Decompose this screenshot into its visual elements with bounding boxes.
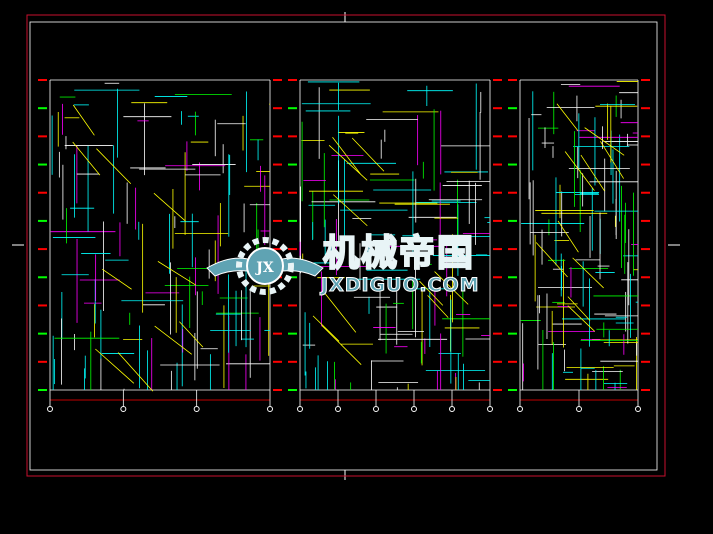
front-elevation-stair-line xyxy=(324,293,357,333)
front-elevation-stair-line xyxy=(434,271,469,305)
front-elevation-grid-bubble xyxy=(335,406,341,412)
drawing-frame xyxy=(29,21,658,471)
front-elevation-grid-bubble xyxy=(449,406,455,412)
side-elevation-stair-line xyxy=(72,141,101,176)
rear-elevation-grid-bubble xyxy=(635,406,641,412)
rear-elevation-stair-line xyxy=(556,103,579,131)
watermark-chinese: 机械帝国 xyxy=(322,232,476,275)
front-elevation-stair-line xyxy=(321,325,362,366)
rear-elevation-grid-bubble xyxy=(517,406,523,412)
side-elevation-stair-line xyxy=(153,192,186,222)
front-elevation-stair-line xyxy=(333,194,368,227)
side-elevation-grid-bubble xyxy=(120,406,127,412)
front-elevation-stair-line xyxy=(328,144,368,181)
rear-elevation-stair-line xyxy=(535,242,568,278)
front-elevation-grid-bubble xyxy=(411,406,417,412)
rear-elevation-stair-line xyxy=(580,154,605,192)
front-elevation-stair-line xyxy=(419,280,444,306)
watermark-logo: JX 机械帝国 JXDIGUO.COM xyxy=(205,232,505,298)
side-elevation-stair-line xyxy=(72,104,95,136)
rear-elevation-stair-line xyxy=(600,141,624,179)
side-elevation-stair-line xyxy=(102,268,132,290)
front-elevation-grid-bubble xyxy=(487,406,493,412)
rear-elevation-stair-line xyxy=(567,305,595,332)
front-elevation-stair-line xyxy=(312,315,340,342)
rear-elevation-grid-bubble xyxy=(576,406,582,412)
side-elevation-stair-line xyxy=(96,148,132,185)
side-elevation-stair-line xyxy=(154,325,192,355)
side-elevation-stair-line xyxy=(95,348,135,384)
rear-elevation-stair-line xyxy=(564,151,595,191)
rear-elevation-stair-line xyxy=(584,127,625,156)
front-elevation-stair-line xyxy=(427,295,449,318)
side-elevation-grid-bubble xyxy=(267,406,273,412)
rear-elevation-stair-line xyxy=(557,220,579,253)
gear-wings-icon: JX xyxy=(206,237,324,295)
front-elevation-grid-bubble xyxy=(297,406,303,412)
watermark-domain: JXDIGUO.COM xyxy=(321,274,480,297)
logo-letters: JX xyxy=(254,260,274,276)
side-elevation-grid-bubble xyxy=(193,406,200,412)
side-elevation-grid-bubble xyxy=(47,406,53,412)
side-elevation-stair-line xyxy=(157,261,196,286)
side-elevation-stair-line xyxy=(179,321,204,348)
front-elevation-grid-bubble xyxy=(373,406,379,412)
rear-elevation-stair-line xyxy=(567,296,591,321)
drawing-border xyxy=(26,14,666,477)
side-elevation-stair-line xyxy=(117,352,154,392)
rear-elevation-stair-line xyxy=(572,257,604,289)
front-elevation-stair-line xyxy=(332,137,361,175)
front-elevation-stair-line xyxy=(351,137,385,172)
